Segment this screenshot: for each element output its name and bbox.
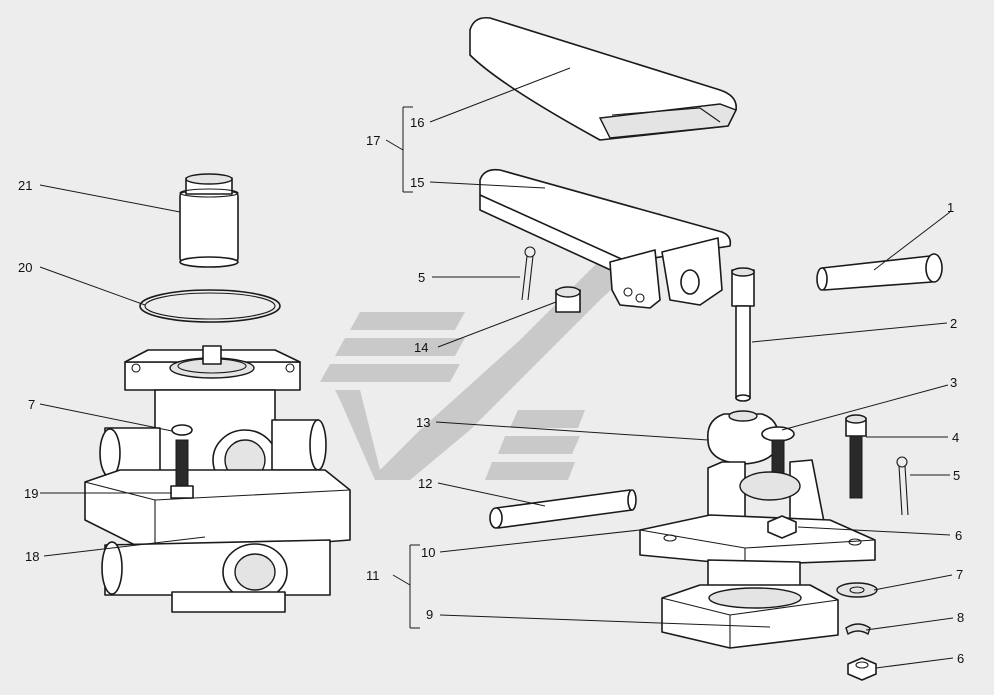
part-sleeve-21	[179, 173, 239, 268]
callout-19: 19	[24, 486, 38, 501]
part-valve-body-18	[84, 345, 351, 613]
callout-13: 13	[416, 415, 430, 430]
part-base-10	[639, 459, 876, 601]
part-plunger-2	[731, 267, 755, 402]
part-pedal-15	[479, 168, 732, 309]
part-cotter-pin-5b	[896, 456, 909, 516]
part-nut-6b	[847, 657, 877, 681]
part-bolt-4	[845, 414, 867, 499]
callout-5-right: 5	[953, 468, 960, 483]
callout-17: 17	[366, 133, 380, 148]
callout-11: 11	[366, 568, 380, 583]
callout-3: 3	[950, 375, 957, 390]
callout-4: 4	[952, 430, 959, 445]
callout-labels: 1 2 3 4 5 5 6 6 7 7 8 9 10 11 12 13 14 1…	[18, 115, 964, 666]
part-nut-6a	[767, 515, 797, 539]
watermark-logo	[320, 212, 665, 480]
part-washer-7	[836, 582, 878, 598]
callout-16: 16	[410, 115, 424, 130]
callout-5-left: 5	[418, 270, 425, 285]
callout-6-upper: 6	[955, 528, 962, 543]
part-o-ring-20	[139, 289, 281, 323]
callout-10: 10	[421, 545, 435, 560]
callout-20: 20	[18, 260, 32, 275]
part-bushing-14	[555, 286, 581, 313]
callout-15: 15	[410, 175, 424, 190]
callout-6-lower: 6	[957, 651, 964, 666]
callout-1: 1	[947, 200, 954, 215]
part-axle-pin-12	[489, 489, 637, 529]
part-flange-9	[661, 584, 839, 649]
callout-18: 18	[25, 549, 39, 564]
part-pad-16	[469, 16, 737, 141]
callout-14: 14	[414, 340, 428, 355]
callout-21: 21	[18, 178, 32, 193]
callout-2: 2	[950, 316, 957, 331]
callout-12: 12	[418, 476, 432, 491]
callout-7-right: 7	[956, 567, 963, 582]
callout-7-left: 7	[28, 397, 35, 412]
part-cotter-pin-5a	[521, 246, 536, 301]
leader-lines	[39, 67, 954, 669]
callout-8: 8	[957, 610, 964, 625]
callout-9: 9	[426, 607, 433, 622]
part-pin-1	[816, 253, 943, 291]
part-lock-washer-8	[845, 623, 871, 636]
